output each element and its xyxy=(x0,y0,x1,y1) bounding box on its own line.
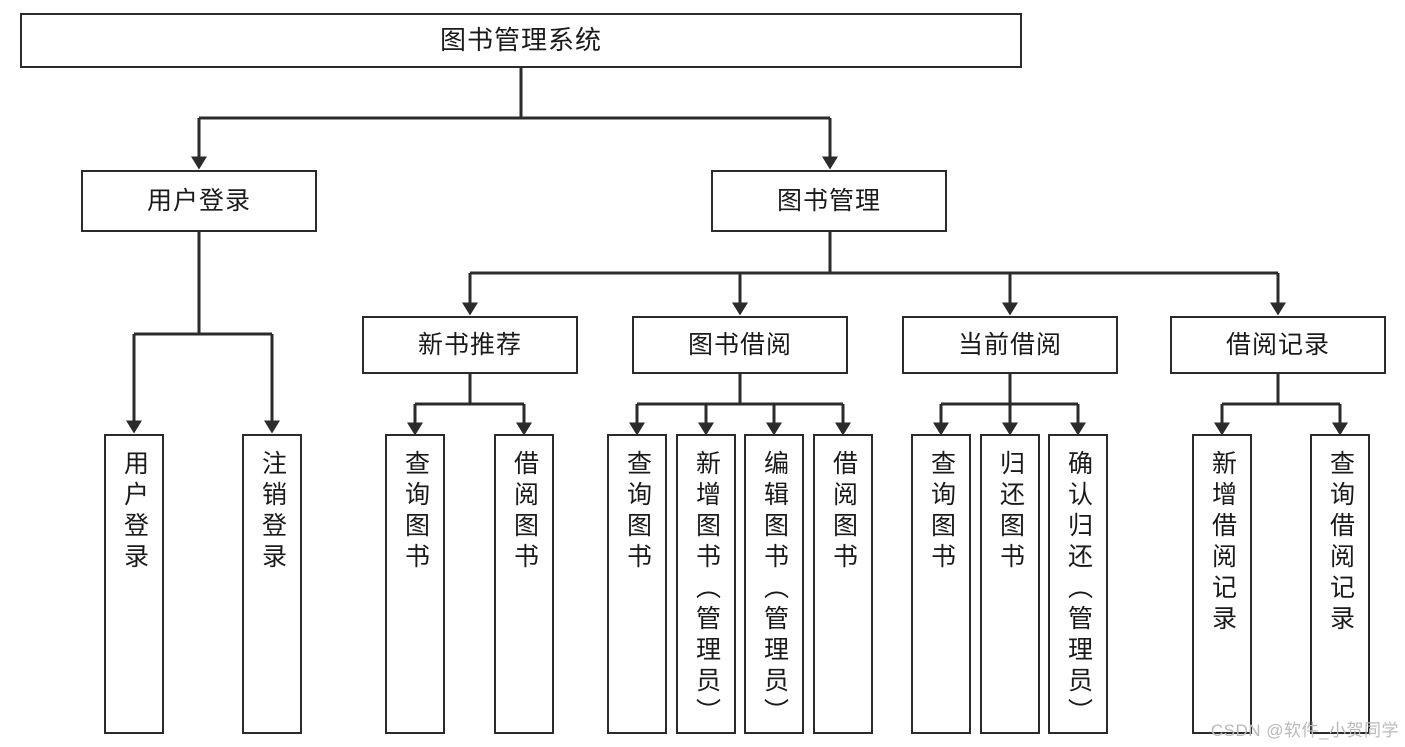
node-leaf-borrow-book-1-label: 借阅图书 xyxy=(510,450,539,574)
node-book-manage[interactable]: 图书管理 xyxy=(711,170,947,232)
node-leaf-query-book-1-label: 查询图书 xyxy=(401,450,430,574)
node-leaf-add-record-label: 新增借阅记录 xyxy=(1208,450,1237,636)
node-leaf-add-record[interactable]: 新增借阅记录 xyxy=(1192,434,1252,734)
node-leaf-logout-label: 注销登录 xyxy=(258,450,287,574)
node-leaf-query-book-3-label: 查询图书 xyxy=(927,450,956,574)
node-root[interactable]: 图书管理系统 xyxy=(20,13,1022,68)
node-leaf-borrow-book-2[interactable]: 借阅图书 xyxy=(813,434,873,734)
node-leaf-query-book-1[interactable]: 查询图书 xyxy=(385,434,445,734)
node-root-label: 图书管理系统 xyxy=(439,24,602,55)
node-leaf-user-login-label: 用户登录 xyxy=(120,450,149,574)
node-current-borrow-label: 当前借阅 xyxy=(957,331,1062,359)
node-leaf-add-book[interactable]: 新增图书（管理员） xyxy=(676,434,736,734)
node-user-login-label: 用户登录 xyxy=(146,187,251,215)
node-new-book-recommend[interactable]: 新书推荐 xyxy=(362,316,578,374)
node-leaf-logout[interactable]: 注销登录 xyxy=(242,434,302,734)
node-leaf-borrow-book-2-label: 借阅图书 xyxy=(829,450,858,574)
node-leaf-query-record-label: 查询借阅记录 xyxy=(1326,450,1355,636)
node-leaf-borrow-book-1[interactable]: 借阅图书 xyxy=(494,434,554,734)
node-leaf-query-book-3[interactable]: 查询图书 xyxy=(911,434,971,734)
node-user-login[interactable]: 用户登录 xyxy=(81,170,317,232)
node-leaf-query-record[interactable]: 查询借阅记录 xyxy=(1310,434,1370,734)
node-current-borrow[interactable]: 当前借阅 xyxy=(902,316,1118,374)
node-leaf-confirm-return-label: 确认归还（管理员） xyxy=(1064,450,1093,729)
node-leaf-return-book[interactable]: 归还图书 xyxy=(980,434,1040,734)
node-leaf-query-book-2[interactable]: 查询图书 xyxy=(607,434,667,734)
node-leaf-user-login[interactable]: 用户登录 xyxy=(104,434,164,734)
node-book-borrow[interactable]: 图书借阅 xyxy=(632,316,848,374)
node-book-manage-label: 图书管理 xyxy=(776,187,881,215)
node-leaf-edit-book-label: 编辑图书（管理员） xyxy=(760,450,789,729)
node-new-book-recommend-label: 新书推荐 xyxy=(417,331,522,359)
node-borrow-record-label: 借阅记录 xyxy=(1225,331,1330,359)
node-book-borrow-label: 图书借阅 xyxy=(687,331,792,359)
node-borrow-record[interactable]: 借阅记录 xyxy=(1170,316,1386,374)
node-leaf-edit-book[interactable]: 编辑图书（管理员） xyxy=(744,434,804,734)
node-leaf-return-book-label: 归还图书 xyxy=(996,450,1025,574)
node-leaf-confirm-return[interactable]: 确认归还（管理员） xyxy=(1048,434,1108,734)
watermark: CSDN @软件_小贺同学 xyxy=(1210,721,1399,740)
node-leaf-add-book-label: 新增图书（管理员） xyxy=(692,450,721,729)
node-leaf-query-book-2-label: 查询图书 xyxy=(623,450,652,574)
